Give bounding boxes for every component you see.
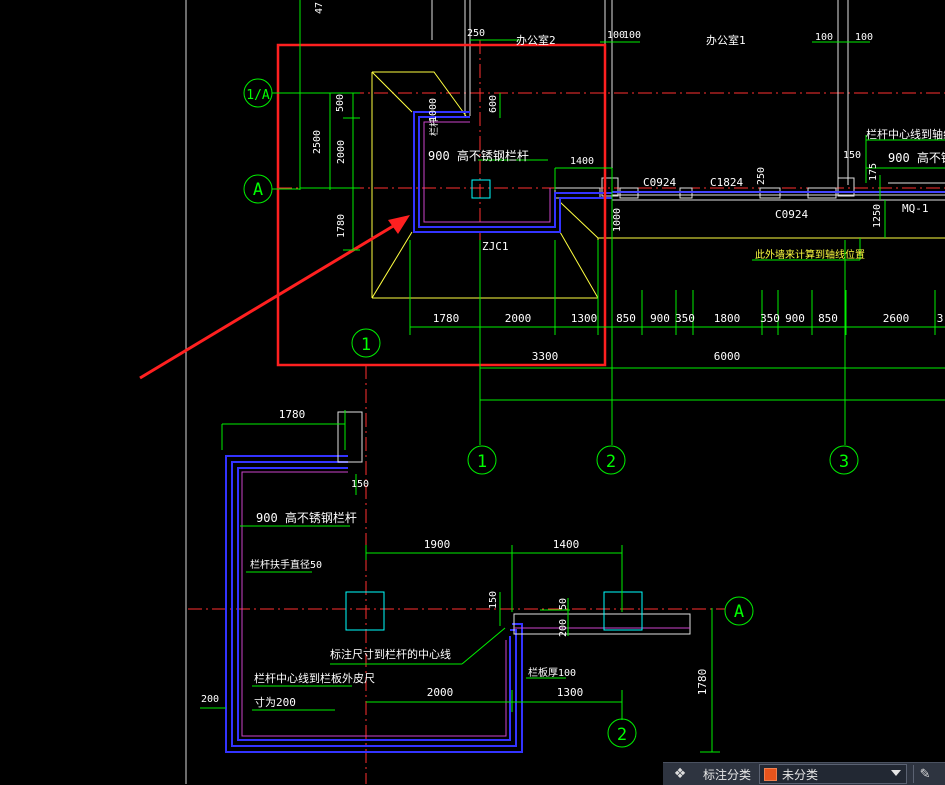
svg-text:100: 100 xyxy=(623,30,641,41)
note-panel-thk: 栏板厚100 xyxy=(528,666,576,679)
dimension-lines-top xyxy=(299,0,945,445)
svg-text:47: 47 xyxy=(314,2,325,14)
svg-text:250: 250 xyxy=(467,28,485,39)
column-mark-bottom xyxy=(345,591,385,631)
svg-text:1300: 1300 xyxy=(557,686,584,699)
foundation-zjc1: ZJC1 xyxy=(482,240,509,253)
column-mark xyxy=(471,179,491,199)
note-rail-top: 栏杆 xyxy=(428,118,440,136)
axis-2: 2 xyxy=(606,452,616,472)
railing-bottom xyxy=(225,455,523,753)
dimension-text-top: 47 250 100 100 100 100 500 600 1000 2500… xyxy=(312,2,883,238)
svg-text:250: 250 xyxy=(756,167,767,185)
svg-text:1250: 1250 xyxy=(872,204,883,228)
svg-text:150: 150 xyxy=(351,479,369,490)
note-center-edge: 栏杆中心线到栏板外皮尺 xyxy=(254,671,375,685)
axis-a-bottom: A xyxy=(734,602,744,622)
note-railing-900-bottom: 900 高不锈钢栏杆 xyxy=(256,510,357,525)
note-centerline-axis: 栏杆中心线到轴线的 xyxy=(866,127,945,141)
svg-text:2500: 2500 xyxy=(312,130,323,154)
svg-text:350: 350 xyxy=(760,312,780,325)
axis-bubbles xyxy=(243,78,859,748)
svg-text:900: 900 xyxy=(650,312,670,325)
svg-text:1000: 1000 xyxy=(428,98,439,122)
category-color-swatch xyxy=(764,767,778,781)
svg-text:500: 500 xyxy=(335,94,346,112)
axis-labels: 1/A A 1 1 2 3 A 2 xyxy=(246,88,849,745)
annotation-category-value: 未分类 xyxy=(782,767,819,782)
svg-text:3: 3 xyxy=(937,312,944,325)
annotation-category-label: 标注分类 xyxy=(703,767,752,782)
svg-text:200: 200 xyxy=(558,619,569,637)
svg-text:1400: 1400 xyxy=(570,156,594,167)
dimension-row: 1780 2000 1300 850 900 350 1800 350 900 … xyxy=(433,312,944,363)
axis-1-top: 1 xyxy=(361,335,371,355)
svg-text:6000: 6000 xyxy=(714,350,741,363)
edit-icon[interactable]: ✎ xyxy=(913,765,936,783)
svg-text:50: 50 xyxy=(558,598,569,610)
foundation-outline xyxy=(371,71,945,299)
note-railing-900-right: 900 高不锈钢 xyxy=(888,150,945,165)
room-2: 办公室2 xyxy=(516,33,556,47)
axis-3: 3 xyxy=(839,452,849,472)
note-outer-wall: 此外墙来计算到轴线位置 xyxy=(755,248,865,261)
svg-text:150: 150 xyxy=(843,150,861,161)
walls-thin xyxy=(431,0,945,201)
svg-text:1780: 1780 xyxy=(336,214,347,238)
window-c1824: C1824 xyxy=(710,176,743,189)
svg-text:1800: 1800 xyxy=(714,312,741,325)
svg-text:1300: 1300 xyxy=(571,312,598,325)
annotation-category-select[interactable]: 未分类 xyxy=(759,764,908,784)
chevron-down-icon xyxy=(891,770,902,776)
door-mq1: MQ-1 xyxy=(902,202,929,215)
layers-icon[interactable]: ❖ xyxy=(673,766,687,782)
highlight-box xyxy=(276,43,607,367)
window-c0924-a: C0924 xyxy=(643,176,676,189)
svg-text:2000: 2000 xyxy=(505,312,532,325)
svg-text:1780: 1780 xyxy=(696,669,709,696)
svg-text:600: 600 xyxy=(488,95,499,113)
axis-1a: 1/A xyxy=(246,88,270,103)
svg-text:200: 200 xyxy=(201,694,219,705)
svg-text:850: 850 xyxy=(616,312,636,325)
dimension-text-bottom: 1780 150 1900 1400 150 50 200 2000 1300 … xyxy=(201,408,709,705)
axis-1: 1 xyxy=(477,452,487,472)
svg-text:100: 100 xyxy=(815,32,833,43)
svg-text:150: 150 xyxy=(488,591,499,609)
svg-text:1900: 1900 xyxy=(424,538,451,551)
svg-text:2600: 2600 xyxy=(883,312,910,325)
note-size-200: 寸为200 xyxy=(254,695,296,709)
svg-text:1000: 1000 xyxy=(612,208,623,232)
axis-a-top: A xyxy=(253,180,263,200)
svg-text:2000: 2000 xyxy=(427,686,454,699)
railing-top xyxy=(413,111,612,233)
window-c0924-b: C0924 xyxy=(775,208,808,221)
note-railing-900-top: 900 高不锈钢栏杆 xyxy=(428,148,529,163)
svg-text:100: 100 xyxy=(607,30,625,41)
note-handrail: 栏杆扶手直径50 xyxy=(250,558,322,571)
svg-text:350: 350 xyxy=(675,312,695,325)
room-1: 办公室1 xyxy=(706,33,746,47)
highlight-arrow xyxy=(139,220,401,380)
svg-text:100: 100 xyxy=(855,32,873,43)
svg-text:900: 900 xyxy=(785,312,805,325)
dimension-lines-bottom xyxy=(200,410,720,753)
svg-text:1400: 1400 xyxy=(553,538,580,551)
svg-text:3300: 3300 xyxy=(532,350,559,363)
svg-text:1780: 1780 xyxy=(433,312,460,325)
svg-text:175: 175 xyxy=(868,163,879,181)
svg-text:850: 850 xyxy=(818,312,838,325)
plan-labels: 办公室2 办公室1 C0924 C1824 C0924 MQ-1 ZJC1 90… xyxy=(250,33,945,709)
svg-text:1780: 1780 xyxy=(279,408,306,421)
svg-text:2000: 2000 xyxy=(336,140,347,164)
status-bar: ❖ 标注分类 未分类 ✎ xyxy=(663,762,945,785)
axis-2-bottom: 2 xyxy=(617,725,627,745)
note-dim-center: 标注尺寸到栏杆的中心线 xyxy=(330,647,451,661)
